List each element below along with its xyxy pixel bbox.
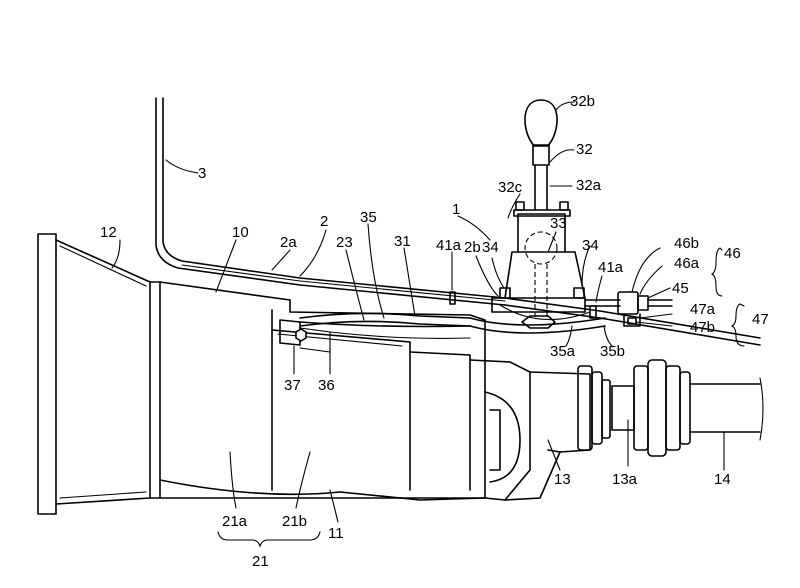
leader-lines xyxy=(111,101,745,548)
cable-assembly-45 xyxy=(584,291,673,327)
label-45: 45 xyxy=(672,280,689,297)
label-32: 32 xyxy=(576,141,593,158)
body-panel-3 xyxy=(155,97,506,306)
label-37: 37 xyxy=(284,377,301,394)
floor-panel-2 xyxy=(181,264,761,346)
label-35b: 35b xyxy=(600,343,625,360)
label-34-left: 34 xyxy=(482,239,499,256)
label-34-right: 34 xyxy=(582,237,599,254)
label-21: 21 xyxy=(252,553,269,570)
reference-labels: 3 12 10 2a 2 35 23 31 41a 2b 1 34 32c 33… xyxy=(100,93,769,570)
label-36: 36 xyxy=(318,377,335,394)
label-41a-right: 41a xyxy=(598,259,624,276)
label-41a-left: 41a xyxy=(436,237,462,254)
label-2b: 2b xyxy=(464,239,481,256)
label-2a: 2a xyxy=(280,234,297,251)
label-32b: 32b xyxy=(570,93,595,110)
label-23: 23 xyxy=(336,234,353,251)
label-32c: 32c xyxy=(498,179,523,196)
shift-knob-32b xyxy=(524,99,558,147)
label-32a: 32a xyxy=(576,177,602,194)
label-35a: 35a xyxy=(550,343,576,360)
label-33: 33 xyxy=(550,215,567,232)
label-46: 46 xyxy=(724,245,741,262)
label-1: 1 xyxy=(452,201,460,218)
label-35: 35 xyxy=(360,209,377,226)
label-14: 14 xyxy=(714,471,731,488)
shifter-housing-1 xyxy=(469,201,606,334)
coupling-13a xyxy=(577,359,691,457)
label-31: 31 xyxy=(394,233,411,250)
label-21a: 21a xyxy=(222,513,248,530)
label-13: 13 xyxy=(554,471,571,488)
label-10: 10 xyxy=(232,224,249,241)
extension-housing-13 xyxy=(504,371,591,501)
label-13a: 13a xyxy=(612,471,638,488)
shift-lever-32 xyxy=(532,144,550,211)
label-12: 12 xyxy=(100,224,117,241)
shift-rod-35 xyxy=(299,312,471,327)
label-46b: 46b xyxy=(674,235,699,252)
label-21b: 21b xyxy=(282,513,307,530)
bell-housing-12 xyxy=(37,233,161,515)
propeller-shaft-14 xyxy=(689,377,764,441)
label-2: 2 xyxy=(320,213,328,230)
label-46a: 46a xyxy=(674,255,700,272)
label-47a: 47a xyxy=(690,301,716,318)
label-47: 47 xyxy=(752,311,769,328)
label-47b: 47b xyxy=(690,319,715,336)
label-3: 3 xyxy=(198,165,206,182)
label-11: 11 xyxy=(328,525,344,542)
